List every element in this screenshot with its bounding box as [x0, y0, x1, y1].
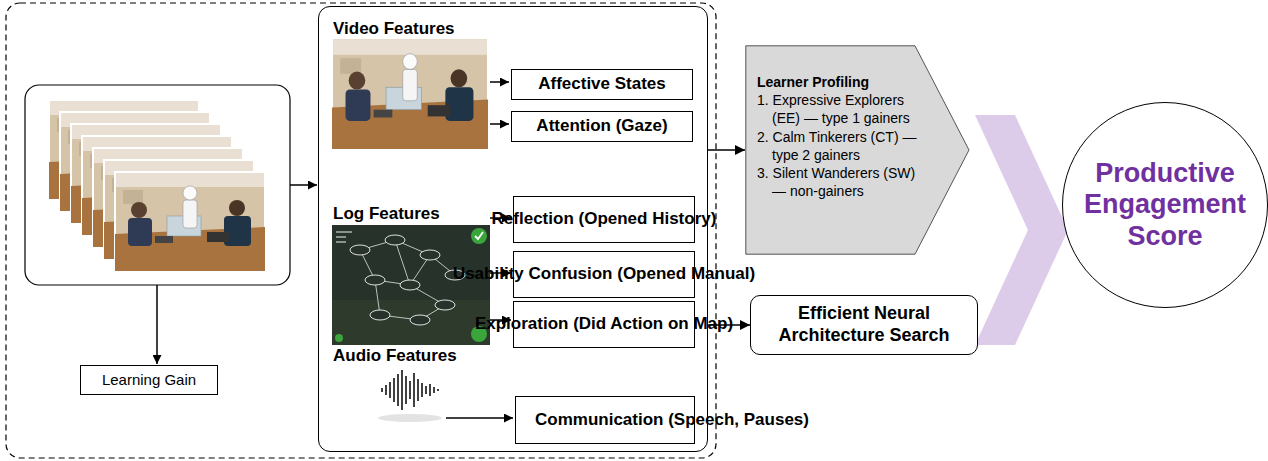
node-label: Attention (Gaze)	[536, 116, 667, 136]
dashed-frame	[6, 3, 716, 458]
arrow-line	[290, 184, 317, 186]
check-mark	[475, 232, 483, 239]
node-label: Usability Confusion (Opened Manual)	[453, 264, 755, 284]
map-icon	[335, 334, 343, 342]
section-heading: Audio Features	[333, 346, 457, 366]
profile-item: 3. Silent Wanderers (SW) — non-gainers	[757, 164, 930, 200]
section-heading: Log Features	[333, 204, 440, 224]
map-nodes	[350, 235, 465, 325]
profile-item: 2. Calm Tinkerers (CT) — type 2 gainers	[757, 128, 930, 164]
result-circle: Productive Engagement Score	[1062, 102, 1268, 308]
map-menu	[336, 232, 352, 242]
feature-panel: Video FeaturesLog FeaturesAudio Features…	[318, 6, 708, 452]
node-label: Productive Engagement Score	[1080, 158, 1250, 251]
arrow-line	[490, 123, 509, 125]
profile-text: Learner Profiling1. Expressive Explorers…	[757, 73, 947, 200]
node-label: Learning Gain	[102, 371, 196, 389]
arrow-line	[446, 417, 513, 419]
arrow-outline	[746, 46, 969, 254]
method-box: Efficient Neural Architecture Search	[750, 295, 978, 355]
flow-arrow	[708, 149, 745, 151]
video-frame-stack	[49, 100, 265, 272]
chevron	[975, 115, 1068, 345]
node-label: Communication (Speech, Pauses)	[535, 410, 675, 430]
section-heading: Video Features	[333, 19, 455, 39]
profile-heading: Learner Profiling	[757, 73, 947, 91]
feature-box: Affective States	[511, 69, 693, 100]
check-icon	[471, 228, 487, 244]
map-ground	[332, 300, 490, 345]
output-box: Learning Gain	[80, 365, 218, 395]
map-ground	[332, 225, 490, 345]
wave-shadow	[378, 414, 442, 422]
feature-box: Usability Confusion (Opened Manual)	[513, 251, 695, 298]
feature-box: Exploration (Did Action on Map)	[513, 301, 695, 348]
node-label: Efficient Neural Architecture Search	[759, 303, 969, 346]
map-links	[360, 240, 455, 320]
map-screenshot	[332, 225, 490, 345]
frames-box	[25, 85, 290, 285]
feature-box: Reflection (Opened History)	[513, 196, 695, 243]
video-frame	[115, 172, 265, 272]
node-label: Reflection (Opened History)	[492, 209, 717, 229]
profile-item: 1. Expressive Explorers (EE) — type 1 ga…	[757, 91, 930, 127]
profile-arrow: Learner Profiling1. Expressive Explorers…	[745, 45, 970, 255]
feature-box: Communication (Speech, Pauses)	[515, 396, 695, 444]
video-photo	[332, 38, 488, 150]
audio-waveform	[382, 370, 438, 410]
node-label: Exploration (Did Action on Map)	[475, 314, 733, 334]
arrow-line	[156, 285, 158, 364]
arrow-line	[490, 81, 509, 83]
feature-box: Attention (Gaze)	[511, 111, 693, 142]
node-label: Affective States	[538, 74, 666, 94]
